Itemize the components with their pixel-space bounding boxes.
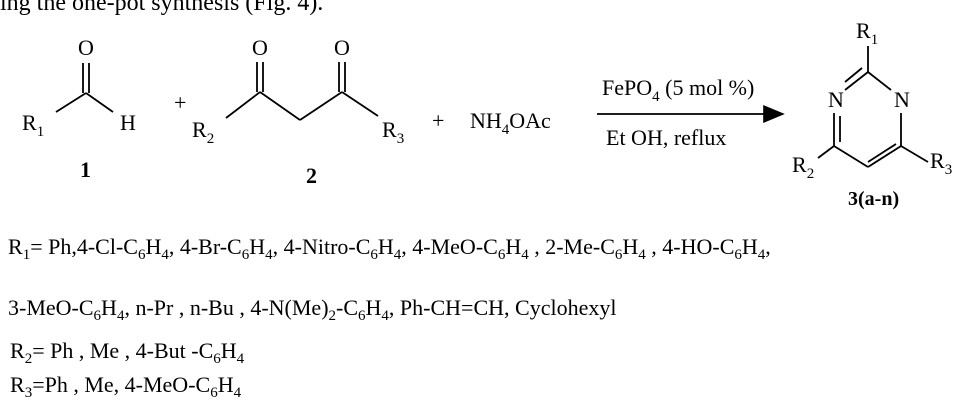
reactant-aldehyde — [55, 63, 114, 113]
diketone-oxygen-2: O — [334, 35, 350, 60]
product-r3: R3 — [930, 148, 952, 178]
header-line: ing the one-pot synthesis (Fig. 4). — [0, 0, 323, 16]
reactant-diketone — [225, 62, 379, 121]
aldehyde-oxygen: O — [78, 35, 94, 60]
product-pyrimidine — [817, 46, 929, 168]
condition-catalyst: FePO4 (5 mol %) — [602, 75, 754, 105]
ammonium-acetate: NH4OAc — [470, 108, 551, 138]
product-label: 3(a-n) — [848, 188, 899, 210]
plus-sign-1: + — [174, 90, 186, 115]
aldehyde-r1: R1 — [22, 110, 44, 140]
product-r2: R2 — [792, 152, 814, 182]
compound-number-2: 2 — [306, 163, 317, 188]
product-nitrogen-left: N — [828, 87, 844, 112]
product-r1: R1 — [856, 18, 878, 48]
product-nitrogen-right: N — [894, 87, 910, 112]
aldehyde-hydrogen: H — [120, 110, 136, 135]
diketone-r3: R3 — [382, 117, 404, 147]
condition-solvent: Et OH, reflux — [606, 125, 726, 150]
diketone-oxygen-1: O — [252, 35, 268, 60]
plus-sign-2: + — [432, 108, 444, 133]
diketone-r2: R2 — [192, 117, 214, 147]
compound-number-1: 1 — [80, 157, 91, 182]
